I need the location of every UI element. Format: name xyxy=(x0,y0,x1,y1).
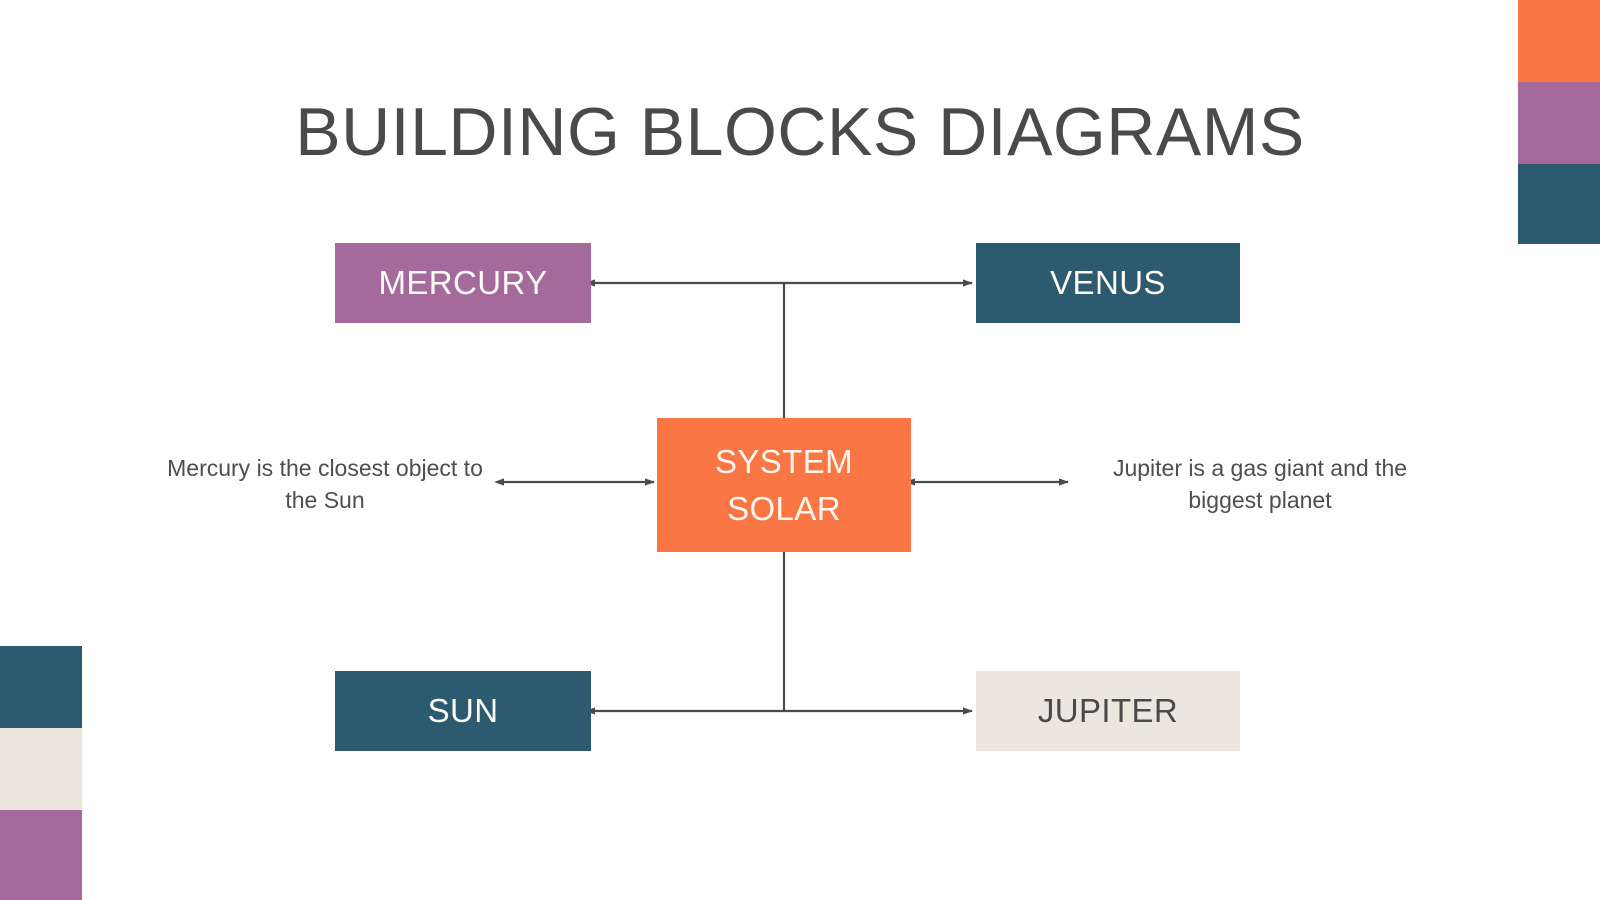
decoration-cream-segment xyxy=(0,728,82,810)
node-box-mercury[interactable]: MERCURY xyxy=(335,243,591,323)
decoration-bar-top-right xyxy=(1518,0,1600,244)
decoration-purple-segment xyxy=(1518,82,1600,164)
node-label-system: SYSTEM xyxy=(714,443,854,480)
decoration-orange-segment xyxy=(1518,0,1600,82)
decoration-teal-segment xyxy=(1518,164,1600,244)
node-label-mercury: MERCURY xyxy=(378,264,548,301)
note-mercury: Mercury is the closest object to the Sun xyxy=(167,455,483,513)
node-box-sun[interactable]: SUN xyxy=(335,671,591,751)
decoration-bar-bottom-left xyxy=(0,646,82,900)
node-label-venus: VENUS xyxy=(1050,264,1166,301)
node-label-sun: SUN xyxy=(427,692,499,729)
page-title: BUILDING BLOCKS DIAGRAMS xyxy=(295,94,1305,170)
decoration-purple-segment xyxy=(0,810,82,900)
note-jupiter: Jupiter is a gas giant and the biggest p… xyxy=(1112,455,1408,513)
node-box-jupiter[interactable]: JUPITER xyxy=(976,671,1240,751)
node-box-venus[interactable]: VENUS xyxy=(976,243,1240,323)
node-label-solar: SOLAR xyxy=(727,490,841,527)
node-label-jupiter: JUPITER xyxy=(1037,692,1179,729)
node-box-system-solar[interactable]: SYSTEM SOLAR xyxy=(657,418,911,552)
decoration-teal-segment xyxy=(0,646,82,728)
